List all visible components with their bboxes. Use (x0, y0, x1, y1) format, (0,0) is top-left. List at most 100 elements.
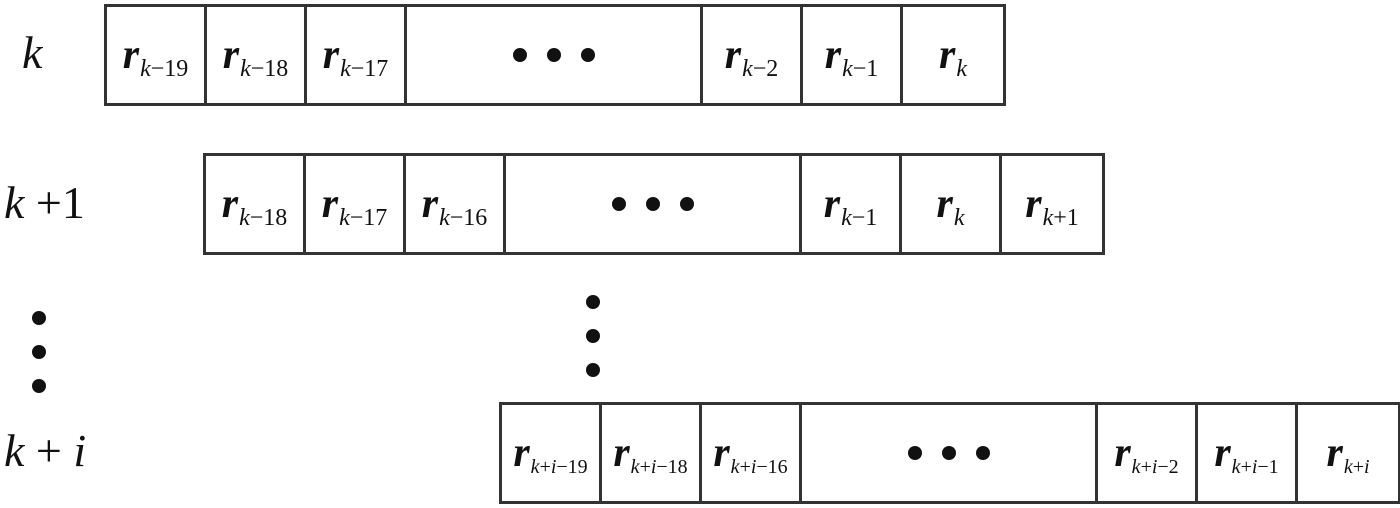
subscript-op: − (350, 55, 365, 82)
cell-subscript: k+i−16 (731, 456, 788, 479)
subscript-op: − (852, 55, 867, 82)
cell-variable: r (1114, 430, 1131, 476)
cell-variable: r (222, 32, 240, 78)
subscript-var: k (841, 204, 852, 231)
cell-subscript: k−17 (340, 56, 388, 83)
cell-subscript: k+i−1 (1232, 456, 1279, 479)
row-label-rhs: i (73, 425, 87, 476)
subscript-rest: 16 (463, 204, 488, 231)
subscript-op: + (539, 455, 551, 478)
row-label-op: + (24, 425, 74, 476)
subscript-rest: i−1 (1251, 455, 1279, 478)
subscript-var: k (730, 455, 740, 478)
subscript-var: k (240, 55, 251, 82)
horizontal-ellipsis (907, 446, 990, 460)
subscript-rest: i−16 (750, 455, 788, 478)
row-label-op: + (24, 177, 62, 228)
subscript-var: k (140, 55, 151, 82)
subscript-rest: 18 (263, 204, 288, 231)
subscript-var: k (630, 455, 640, 478)
subscript-op: − (449, 204, 464, 231)
cell-variable: r (1214, 430, 1231, 476)
dot (546, 48, 561, 62)
row-label-rhs: 1 (61, 177, 85, 228)
subscript-op: − (349, 204, 364, 231)
cell-variable: r (421, 181, 439, 227)
cell-variable: r (936, 181, 953, 227)
dot (512, 48, 527, 62)
subscript-op: + (1140, 455, 1152, 478)
cell-subscript: k+i−19 (531, 456, 588, 479)
subscript-rest: 17 (364, 55, 389, 82)
subscript-var: k (239, 204, 250, 231)
subscript-op: + (1352, 455, 1364, 478)
ellipsis-cell (506, 156, 802, 252)
cell-subscript: k−1 (842, 56, 878, 83)
subscript-var: k (742, 55, 753, 82)
ellipsis-cell (802, 405, 1098, 501)
subscript-var: k (1131, 455, 1141, 478)
row-label-k-plus-1: k +1 (4, 180, 85, 226)
cell-variable: r (322, 32, 340, 78)
subscript-op: − (249, 204, 264, 231)
ellipsis-cell (407, 7, 703, 103)
subscript-var: k (953, 204, 965, 231)
dot (941, 446, 956, 460)
cell-subscript: k−18 (239, 205, 287, 232)
cell-variable: r (321, 181, 339, 227)
subscript-rest: 1 (865, 204, 878, 231)
subscript-rest: 1 (866, 55, 879, 82)
cell-subscript: k−17 (339, 205, 387, 232)
vertical-ellipsis-left (32, 311, 46, 393)
cell-variable: r (613, 430, 630, 476)
cell-subscript: k (954, 205, 965, 232)
cell-subscript: k+i (1344, 456, 1370, 479)
cell-subscript: k (956, 56, 967, 83)
subscript-rest: i (1363, 455, 1370, 478)
subscript-var: k (1343, 455, 1353, 478)
vertical-ellipsis-middle (586, 295, 600, 377)
subscript-op: + (639, 455, 651, 478)
cell-variable: r (1326, 430, 1343, 476)
cell-subscript: k−18 (240, 56, 288, 83)
cell-variable: r (823, 181, 841, 227)
subscript-op: + (739, 455, 751, 478)
subscript-var: k (340, 55, 351, 82)
subscript-rest: 1 (1066, 204, 1079, 231)
cell-variable: r (824, 32, 842, 78)
cell-variable: r (713, 430, 730, 476)
cell-subscript: k−16 (439, 205, 487, 232)
subscript-var: k (530, 455, 540, 478)
row-label-var: k (4, 177, 25, 228)
dot (679, 197, 694, 211)
horizontal-ellipsis (611, 197, 694, 211)
subscript-var: k (439, 204, 450, 231)
subscript-rest: 2 (766, 55, 779, 82)
dot (580, 48, 595, 62)
subscript-rest: i−19 (550, 455, 588, 478)
subscript-rest: i−2 (1151, 455, 1179, 478)
cell-variable: r (221, 181, 239, 227)
dot (32, 345, 46, 359)
horizontal-ellipsis (512, 48, 595, 62)
cell-subscript: k−19 (140, 56, 188, 83)
dot (645, 197, 660, 211)
dot (32, 379, 46, 393)
subscript-op: + (1240, 455, 1252, 478)
